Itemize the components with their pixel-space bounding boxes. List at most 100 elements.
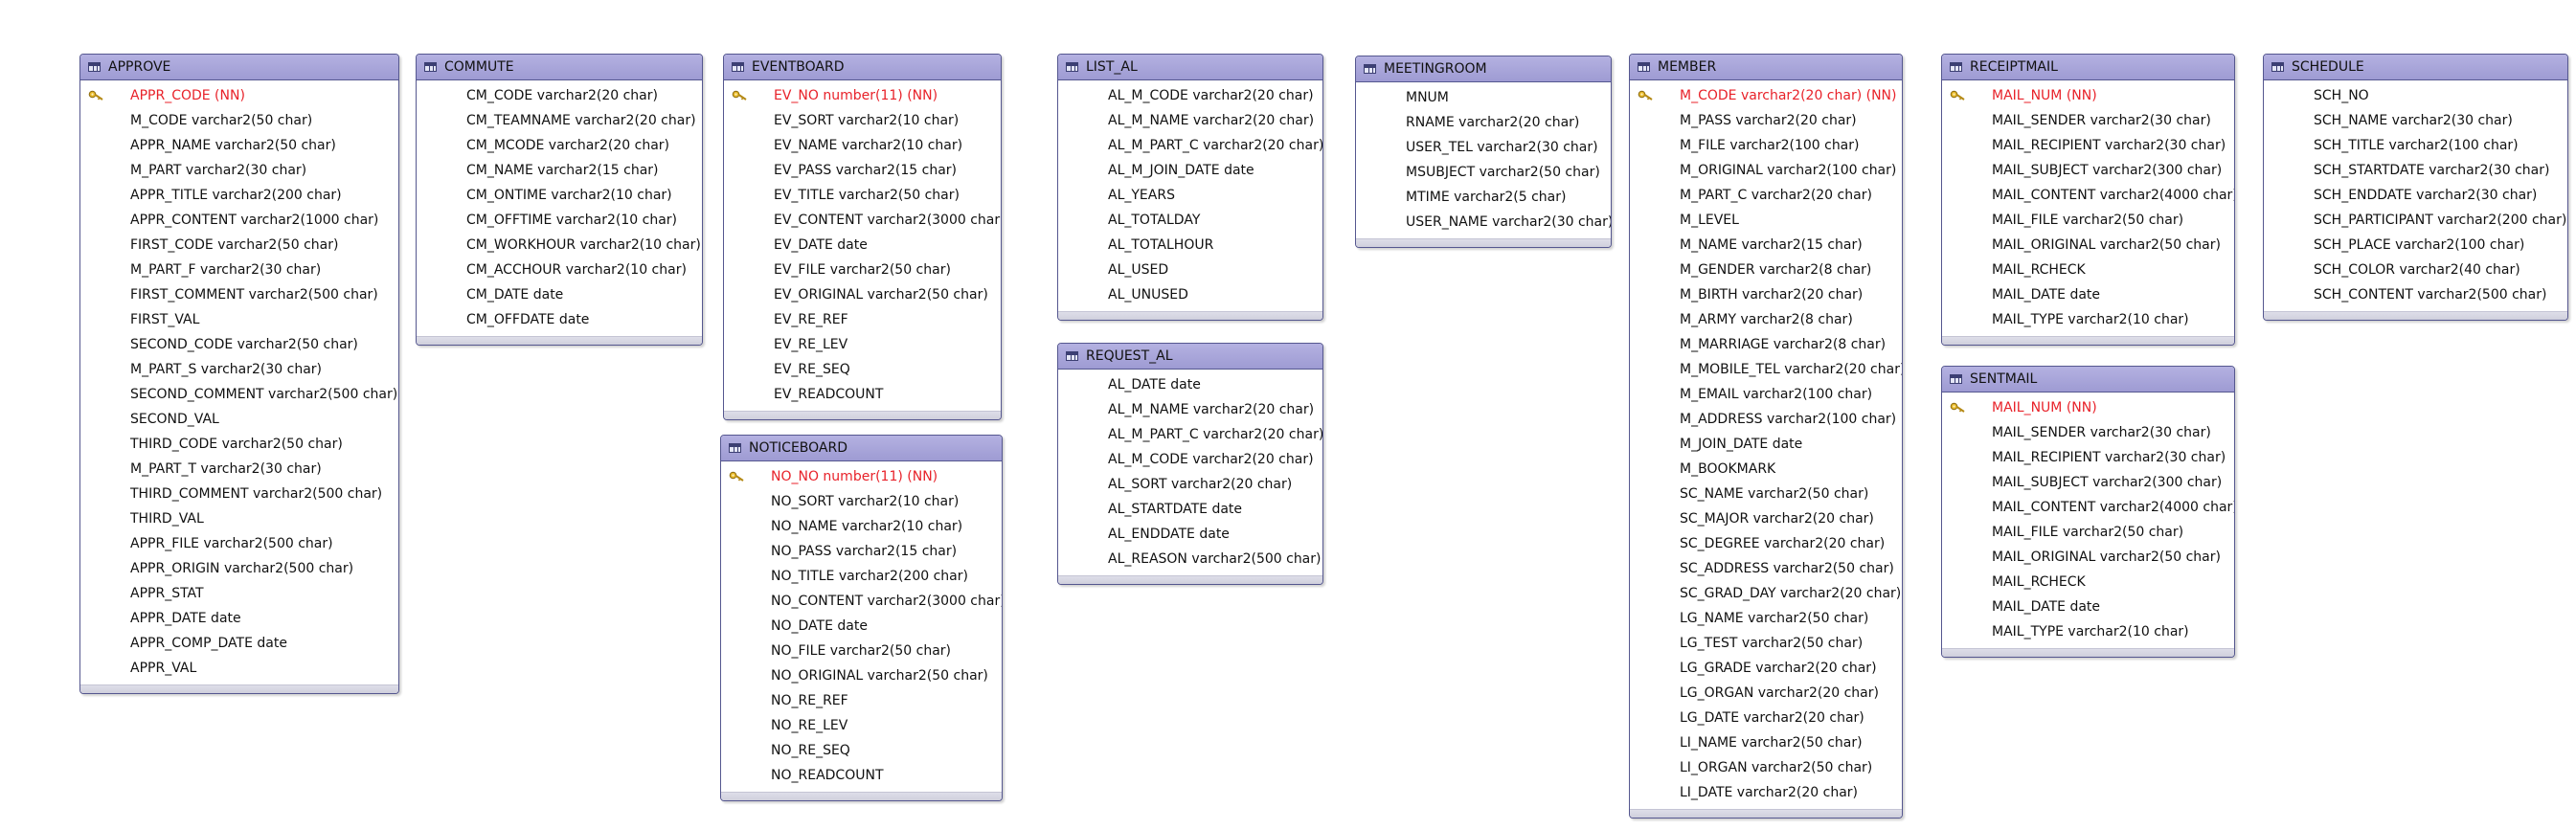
column-row[interactable]: MAIL_RCHECK (1942, 258, 2234, 282)
column-row[interactable]: M_PART_T varchar2(30 char) (80, 457, 398, 482)
column-row[interactable]: LI_DATE varchar2(20 char) (1630, 780, 1902, 805)
column-row[interactable]: MAIL_SENDER varchar2(30 char) (1942, 420, 2234, 445)
column-row[interactable]: NO_READCOUNT (721, 763, 1002, 788)
column-row[interactable]: EV_ORIGINAL varchar2(50 char) (724, 282, 1001, 307)
column-row[interactable]: AL_M_PART_C varchar2(20 char) (1058, 422, 1322, 447)
column-row[interactable]: M_ADDRESS varchar2(100 char) (1630, 407, 1902, 432)
column-row[interactable]: SECOND_CODE varchar2(50 char) (80, 332, 398, 357)
primary-key-column[interactable]: M_CODE varchar2(20 char) (NN) (1630, 83, 1902, 108)
column-row[interactable]: AL_UNUSED (1058, 282, 1322, 307)
column-row[interactable]: USER_NAME varchar2(30 char) (1356, 210, 1611, 235)
column-row[interactable]: NO_CONTENT varchar2(3000 char) (721, 589, 1002, 614)
column-row[interactable]: MAIL_RECIPIENT varchar2(30 char) (1942, 133, 2234, 158)
column-row[interactable]: AL_USED (1058, 258, 1322, 282)
column-row[interactable]: AL_YEARS (1058, 183, 1322, 208)
column-row[interactable]: LG_TEST varchar2(50 char) (1630, 631, 1902, 656)
column-row[interactable]: APPR_TITLE varchar2(200 char) (80, 183, 398, 208)
column-row[interactable]: APPR_FILE varchar2(500 char) (80, 531, 398, 556)
column-row[interactable]: MAIL_CONTENT varchar2(4000 char) (1942, 495, 2234, 520)
column-row[interactable]: THIRD_CODE varchar2(50 char) (80, 432, 398, 457)
column-row[interactable]: SC_GRAD_DAY varchar2(20 char) (1630, 581, 1902, 606)
column-row[interactable]: MAIL_RCHECK (1942, 570, 2234, 594)
column-row[interactable]: MTIME varchar2(5 char) (1356, 185, 1611, 210)
column-row[interactable]: M_PART_C varchar2(20 char) (1630, 183, 1902, 208)
column-row[interactable]: SCH_TITLE varchar2(100 char) (2264, 133, 2567, 158)
column-row[interactable]: MAIL_SUBJECT varchar2(300 char) (1942, 158, 2234, 183)
column-row[interactable]: MAIL_CONTENT varchar2(4000 char) (1942, 183, 2234, 208)
column-row[interactable]: M_ARMY varchar2(8 char) (1630, 307, 1902, 332)
column-row[interactable]: SCH_NAME varchar2(30 char) (2264, 108, 2567, 133)
column-row[interactable]: APPR_VAL (80, 656, 398, 681)
column-row[interactable]: M_JOIN_DATE date (1630, 432, 1902, 457)
column-row[interactable]: EV_PASS varchar2(15 char) (724, 158, 1001, 183)
column-row[interactable]: EV_NAME varchar2(10 char) (724, 133, 1001, 158)
column-row[interactable]: EV_RE_LEV (724, 332, 1001, 357)
column-row[interactable]: MSUBJECT varchar2(50 char) (1356, 160, 1611, 185)
table-header[interactable]: APPROVE (80, 55, 398, 80)
column-row[interactable]: SC_DEGREE varchar2(20 char) (1630, 531, 1902, 556)
column-row[interactable]: SECOND_COMMENT varchar2(500 char) (80, 382, 398, 407)
column-row[interactable]: M_MOBILE_TEL varchar2(20 char) (1630, 357, 1902, 382)
column-row[interactable]: SCH_COLOR varchar2(40 char) (2264, 258, 2567, 282)
column-row[interactable]: AL_REASON varchar2(500 char) (1058, 547, 1322, 572)
column-row[interactable]: APPR_DATE date (80, 606, 398, 631)
column-row[interactable]: AL_M_JOIN_DATE date (1058, 158, 1322, 183)
table-header[interactable]: COMMUTE (417, 55, 702, 80)
column-row[interactable]: APPR_COMP_DATE date (80, 631, 398, 656)
column-row[interactable]: AL_TOTALDAY (1058, 208, 1322, 233)
column-row[interactable]: AL_DATE date (1058, 372, 1322, 397)
column-row[interactable]: APPR_STAT (80, 581, 398, 606)
column-row[interactable]: AL_STARTDATE date (1058, 497, 1322, 522)
column-row[interactable]: MAIL_ORIGINAL varchar2(50 char) (1942, 233, 2234, 258)
column-row[interactable]: SCH_NO (2264, 83, 2567, 108)
column-row[interactable]: CM_OFFDATE date (417, 307, 702, 332)
column-row[interactable]: LG_ORGAN varchar2(20 char) (1630, 681, 1902, 706)
table-header[interactable]: MEMBER (1630, 55, 1902, 80)
column-row[interactable]: M_EMAIL varchar2(100 char) (1630, 382, 1902, 407)
column-row[interactable]: EV_RE_REF (724, 307, 1001, 332)
column-row[interactable]: THIRD_VAL (80, 506, 398, 531)
column-row[interactable]: CM_ACCHOUR varchar2(10 char) (417, 258, 702, 282)
column-row[interactable]: APPR_NAME varchar2(50 char) (80, 133, 398, 158)
column-row[interactable]: EV_SORT varchar2(10 char) (724, 108, 1001, 133)
column-row[interactable]: SECOND_VAL (80, 407, 398, 432)
column-row[interactable]: M_ORIGINAL varchar2(100 char) (1630, 158, 1902, 183)
column-row[interactable]: EV_DATE date (724, 233, 1001, 258)
column-row[interactable]: EV_CONTENT varchar2(3000 char) (724, 208, 1001, 233)
column-row[interactable]: CM_MCODE varchar2(20 char) (417, 133, 702, 158)
column-row[interactable]: M_BIRTH varchar2(20 char) (1630, 282, 1902, 307)
column-row[interactable]: MAIL_TYPE varchar2(10 char) (1942, 619, 2234, 644)
column-row[interactable]: M_FILE varchar2(100 char) (1630, 133, 1902, 158)
primary-key-column[interactable]: MAIL_NUM (NN) (1942, 83, 2234, 108)
primary-key-column[interactable]: EV_NO number(11) (NN) (724, 83, 1001, 108)
column-row[interactable]: AL_M_PART_C varchar2(20 char) (1058, 133, 1322, 158)
column-row[interactable]: AL_M_CODE varchar2(20 char) (1058, 83, 1322, 108)
column-row[interactable]: M_PART varchar2(30 char) (80, 158, 398, 183)
column-row[interactable]: M_LEVEL (1630, 208, 1902, 233)
column-row[interactable]: MAIL_FILE varchar2(50 char) (1942, 208, 2234, 233)
column-row[interactable]: AL_SORT varchar2(20 char) (1058, 472, 1322, 497)
column-row[interactable]: MAIL_TYPE varchar2(10 char) (1942, 307, 2234, 332)
column-row[interactable]: NO_FILE varchar2(50 char) (721, 639, 1002, 663)
column-row[interactable]: M_GENDER varchar2(8 char) (1630, 258, 1902, 282)
column-row[interactable]: EV_READCOUNT (724, 382, 1001, 407)
table-header[interactable]: SCHEDULE (2264, 55, 2567, 80)
column-row[interactable]: CM_NAME varchar2(15 char) (417, 158, 702, 183)
column-row[interactable]: M_PART_F varchar2(30 char) (80, 258, 398, 282)
column-row[interactable]: SCH_CONTENT varchar2(500 char) (2264, 282, 2567, 307)
column-row[interactable]: EV_RE_SEQ (724, 357, 1001, 382)
column-row[interactable]: NO_RE_SEQ (721, 738, 1002, 763)
column-row[interactable]: FIRST_VAL (80, 307, 398, 332)
column-row[interactable]: LI_NAME varchar2(50 char) (1630, 730, 1902, 755)
column-row[interactable]: MAIL_RECIPIENT varchar2(30 char) (1942, 445, 2234, 470)
column-row[interactable]: CM_OFFTIME varchar2(10 char) (417, 208, 702, 233)
column-row[interactable]: NO_RE_REF (721, 688, 1002, 713)
column-row[interactable]: APPR_ORIGIN varchar2(500 char) (80, 556, 398, 581)
table-header[interactable]: EVENTBOARD (724, 55, 1001, 80)
